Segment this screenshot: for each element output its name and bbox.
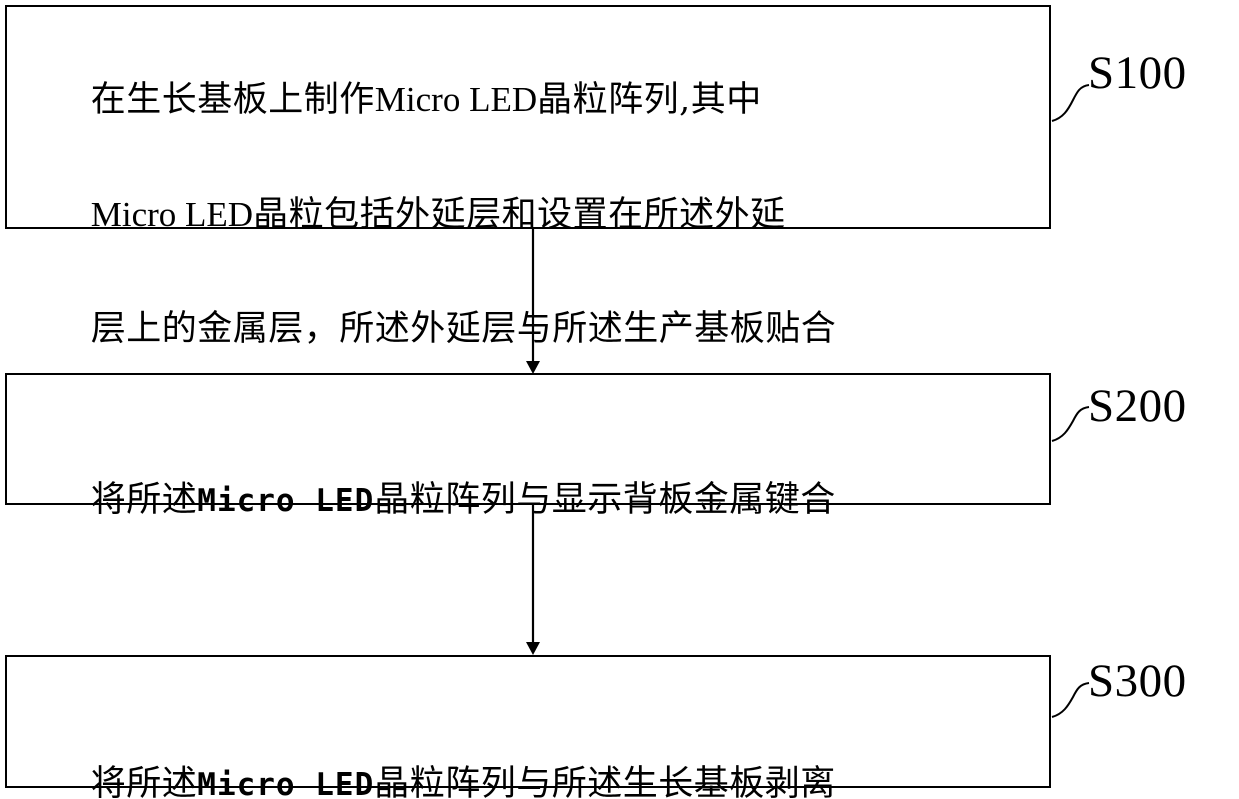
text-run-cjk: 层上的金属层，所述外延层与所述生产基板贴合: [90, 309, 837, 349]
process-box-s300[interactable]: 将所述Micro LED晶粒阵列与所述生长基板剥离: [5, 655, 1051, 799]
leader-line-s200: [1051, 406, 1090, 442]
step-label-s100: S100: [1088, 47, 1187, 99]
process-box-s100[interactable]: 在生长基板上制作Micro LED晶粒阵列,其中 Micro LED晶粒包括外延…: [5, 5, 1051, 349]
process-box-s200[interactable]: 将所述Micro LED晶粒阵列与显示背板金属键合: [5, 373, 1051, 520]
process-box-s200-text: 将所述Micro LED晶粒阵列与显示背板金属键合: [21, 415, 1039, 587]
text-run-cjk: 晶粒包括外延层和设置在所述外延: [253, 195, 786, 235]
step-label-s200: S200: [1088, 380, 1187, 432]
process-box-s300-text: 将所述Micro LED晶粒阵列与所述生长基板剥离: [21, 699, 1039, 799]
leader-line-s100: [1051, 84, 1090, 122]
step-label-s300: S300: [1088, 655, 1187, 707]
text-run-latin-mono: Micro LED: [197, 483, 375, 519]
text-run-cjk: 将所述: [90, 480, 198, 520]
text-run-cjk: 晶粒阵列,其中: [537, 80, 762, 120]
text-run-cjk: 将所述: [90, 764, 198, 799]
text-run-cjk: 在生长基板上制作: [90, 80, 375, 120]
text-run-latin: Micro LED: [90, 195, 254, 234]
text-run-latin: Micro LED: [374, 80, 538, 119]
text-run-cjk: 晶粒阵列与所述生长基板剥离: [374, 764, 836, 799]
text-run-cjk: 晶粒阵列与显示背板金属键合: [374, 480, 836, 520]
process-box-s100-text: 在生长基板上制作Micro LED晶粒阵列,其中 Micro LED晶粒包括外延…: [21, 14, 1039, 415]
text-run-latin-mono: Micro LED: [197, 767, 375, 799]
leader-line-s300: [1051, 682, 1090, 718]
